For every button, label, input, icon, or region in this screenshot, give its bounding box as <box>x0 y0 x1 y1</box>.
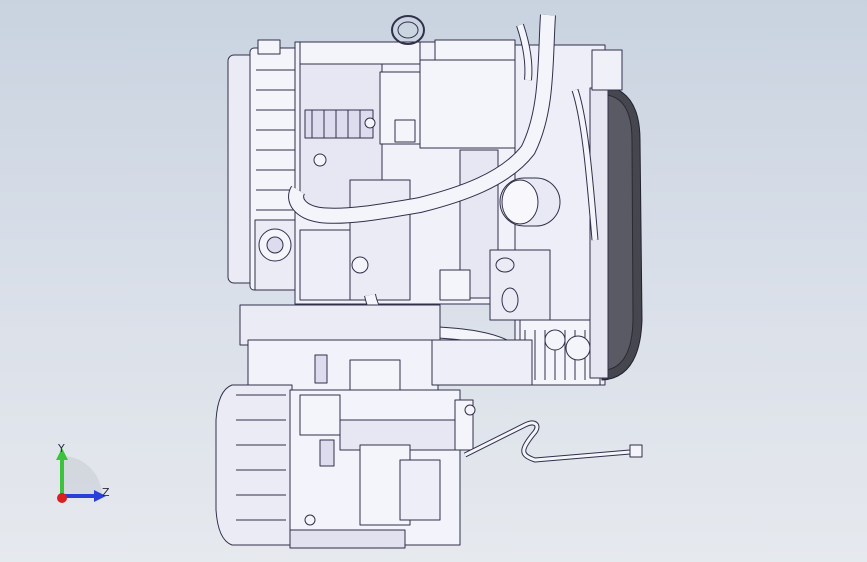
lifting-eye <box>391 15 425 45</box>
z-axis-label: Z <box>102 486 110 499</box>
axis-triad[interactable]: Y Z <box>40 436 120 512</box>
y-axis-label: Y <box>58 442 65 455</box>
intake-elbow <box>254 219 296 291</box>
crankcase <box>239 304 533 401</box>
cooling-fan-shroud <box>589 49 643 381</box>
sensor-cable <box>463 420 643 463</box>
engine-block-upper <box>294 39 516 305</box>
gearbox-housing <box>215 384 476 549</box>
x-axis-icon <box>57 493 67 503</box>
